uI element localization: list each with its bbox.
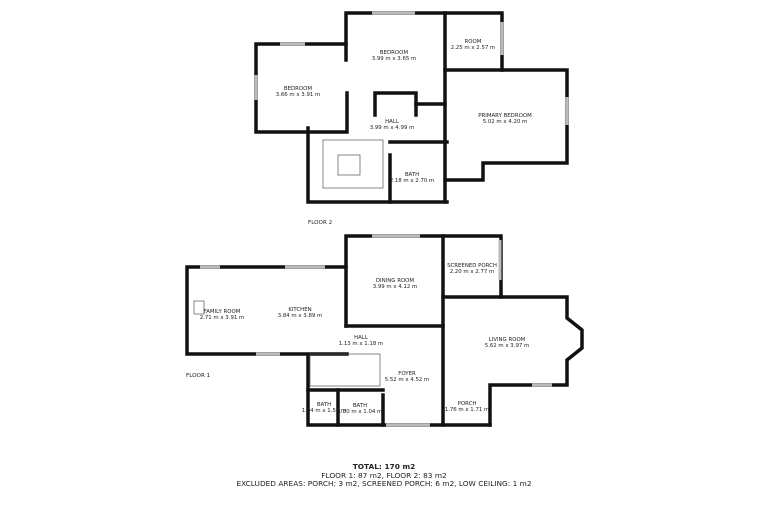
room-name: BATH xyxy=(317,402,331,408)
area-totals: TOTAL: 170 m2 FLOOR 1: 87 m2, FLOOR 2: 8… xyxy=(0,462,768,489)
room-size: 1.80 m x 1.04 m xyxy=(338,409,383,415)
room-name: SCREENED PORCH xyxy=(447,263,497,269)
room-size: 2.71 m x 3.91 m xyxy=(200,315,245,321)
floor1-labels: FAMILY ROOM 2.71 m x 3.91 m KITCHEN 3.84… xyxy=(186,263,529,415)
room-name: PRIMARY BEDROOM xyxy=(478,113,532,119)
room-name: FAMILY ROOM xyxy=(204,309,241,315)
room-name: DINING ROOM xyxy=(376,278,415,284)
floor1-walls xyxy=(185,234,584,427)
room-size: 3.84 m x 3.89 m xyxy=(278,313,323,319)
room-size: 2.18 m x 2.70 m xyxy=(390,178,435,184)
room-size: 3.99 m x 4.12 m xyxy=(373,284,418,290)
room-size: 3.99 m x 4.99 m xyxy=(370,125,415,131)
room-size: 1.13 m x 1.18 m xyxy=(339,341,384,347)
room-size: 5.02 m x 4.20 m xyxy=(483,119,528,125)
room-name: BEDROOM xyxy=(284,86,312,92)
floor2-labels: BEDROOM 3.66 m x 3.91 m BEDROOM 3.99 m x… xyxy=(276,39,532,226)
floor-areas: FLOOR 1: 87 m2, FLOOR 2: 83 m2 xyxy=(321,470,447,480)
room-name: BEDROOM xyxy=(380,50,408,56)
excluded-areas: EXCLUDED AREAS: PORCH: 3 m2, SCREENED PO… xyxy=(236,479,532,489)
floor-2-label: FLOOR 2 xyxy=(308,220,332,226)
room-name: ROOM xyxy=(465,39,482,45)
room-size: 2.25 m x 2.57 m xyxy=(451,45,496,51)
room-name: FOYER xyxy=(398,371,416,377)
room-size: 3.66 m x 3.91 m xyxy=(276,92,321,98)
room-name: BATH xyxy=(405,172,419,178)
total-area: TOTAL: 170 m2 xyxy=(352,462,416,471)
room-size: 5.52 m x 4.52 m xyxy=(385,377,430,383)
room-size: 1.76 m x 1.71 m xyxy=(445,407,490,413)
room-size: 1.04 m x 1.52 m xyxy=(302,408,347,414)
floor2-walls xyxy=(254,11,569,204)
room-name: KITCHEN xyxy=(288,307,311,313)
room-name: PORCH xyxy=(458,401,477,407)
room-name: LIVING ROOM xyxy=(489,337,526,343)
room-name: HALL xyxy=(385,119,399,125)
room-name: HALL xyxy=(354,335,368,341)
room-size: 5.62 m x 3.97 m xyxy=(485,343,530,349)
room-size: 2.20 m x 2.77 m xyxy=(450,269,495,275)
room-size: 3.99 m x 3.65 m xyxy=(372,56,417,62)
floor-1-label: FLOOR 1 xyxy=(186,373,211,379)
room-name: BATH xyxy=(353,403,367,409)
